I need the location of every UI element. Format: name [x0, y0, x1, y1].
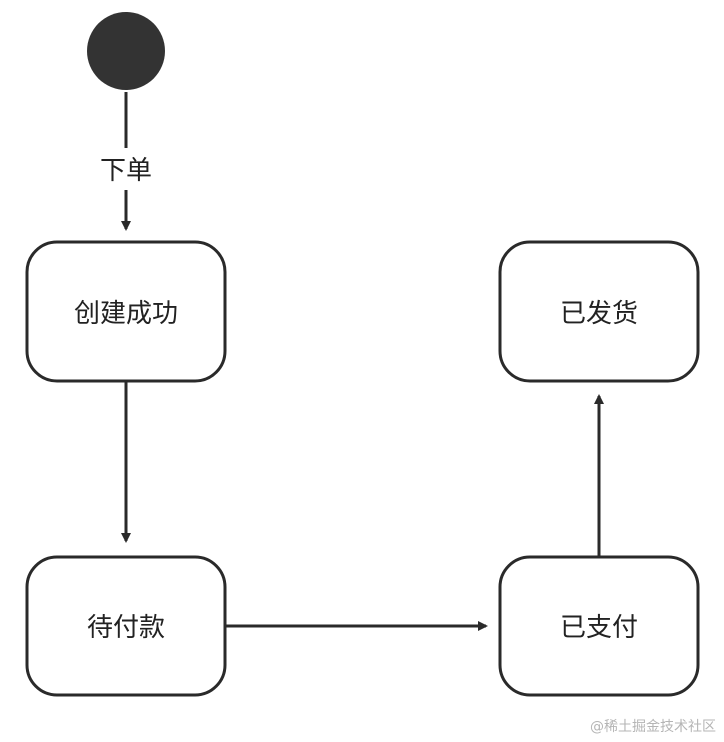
- state-shipped: 已发货: [498, 240, 700, 383]
- state-paid-label: 已支付: [560, 613, 638, 643]
- state-pending-payment: 待付款: [25, 555, 227, 697]
- state-created: 创建成功: [25, 240, 227, 383]
- transition-label-order: 下单: [100, 156, 152, 186]
- start-node: [87, 12, 165, 90]
- state-created-label: 创建成功: [74, 299, 178, 329]
- state-paid: 已支付: [498, 555, 700, 697]
- watermark-text: @稀土掘金技术社区: [590, 719, 716, 735]
- state-pending-payment-label: 待付款: [87, 613, 165, 643]
- state-shipped-label: 已发货: [560, 299, 638, 329]
